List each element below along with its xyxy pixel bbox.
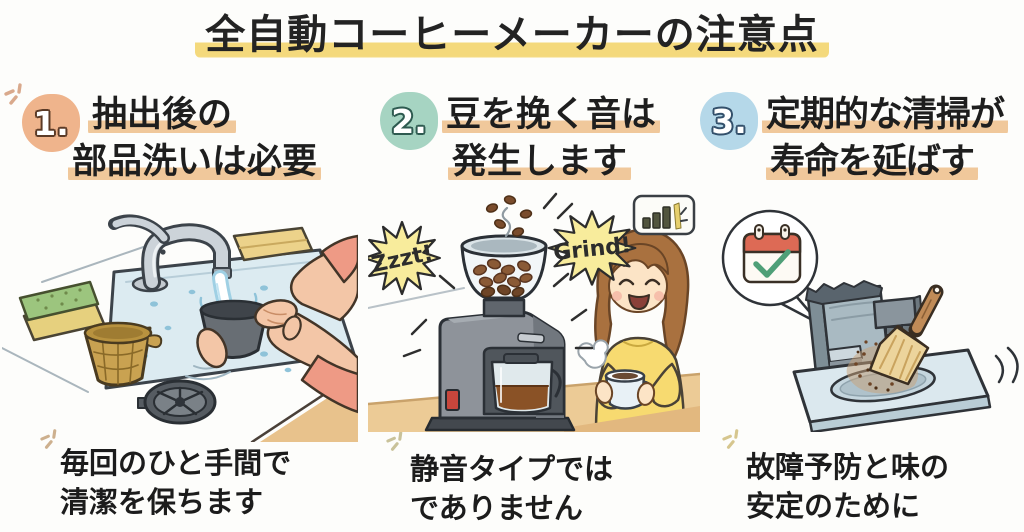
grind-sound-burst: Grind! [547,210,637,286]
falling-beans [485,195,533,237]
sponge-green [18,280,106,342]
bean-hopper [460,234,548,300]
mesh-filter-cone [83,321,163,387]
heading-line: 発生します [448,141,632,182]
cleaning-brush [868,284,944,386]
sponge-yellow [232,226,314,262]
grinder-noise-illustration: Zzzt! Grind! [368,192,700,432]
calendar-check-icon [742,224,802,284]
closed-eye [618,278,635,286]
emphasis-strokes [402,192,594,358]
steam [501,206,512,238]
sparkle-icon [4,83,22,105]
title-highlight: 全自動コーヒーメーカーの注意点 [195,12,829,58]
section-2-caption: 静音タイプでは でありません [410,452,614,526]
sparkle-icon [40,429,57,449]
volume-bars-icon [632,194,696,236]
counter-front [564,406,700,432]
closed-eye [644,278,661,286]
section-3-caption: 故障予防と味の 安定のために [746,450,950,524]
power-switch [445,389,460,411]
section-1-heading: 抽出後の 部品洗いは必要 [68,92,322,186]
page-title: 全自動コーヒーメーカーの注意点 [0,2,1024,60]
heading-line: 部品洗いは必要 [68,141,322,182]
section-3-heading: 定期的な清掃が 寿命を延ばす [762,92,1009,186]
section-1-caption: 毎回のひと手間で 清潔を保ちます [60,446,292,520]
heading-line: 定期的な清掃が [762,95,1009,135]
section-2-heading: 豆を挽く音は 発生します [442,92,661,186]
heading-line: 寿命を延ばす [766,141,979,182]
brush-cleaning-illustration [721,209,1019,432]
sink-washing-illustration [2,214,358,442]
motion-lines [994,346,1019,384]
mug [604,369,653,410]
speech-bubble [721,209,822,326]
carafe [490,353,562,414]
number-badge-3: 3. [700,92,758,150]
zzzt-sound-burst: Zzzt! [368,220,441,296]
number-badge-2: 2. [380,92,438,150]
heading-line: 抽出後の [88,95,237,135]
coffee-grinder [424,298,576,432]
steam-puff [577,339,609,369]
heading-line: 豆を挽く音は [442,95,661,135]
sparkle-icon [722,429,739,449]
grinder-wheel-part [137,379,217,425]
faucet [108,214,232,293]
sparkle-icon [386,431,403,451]
hands-and-arms [196,234,358,414]
